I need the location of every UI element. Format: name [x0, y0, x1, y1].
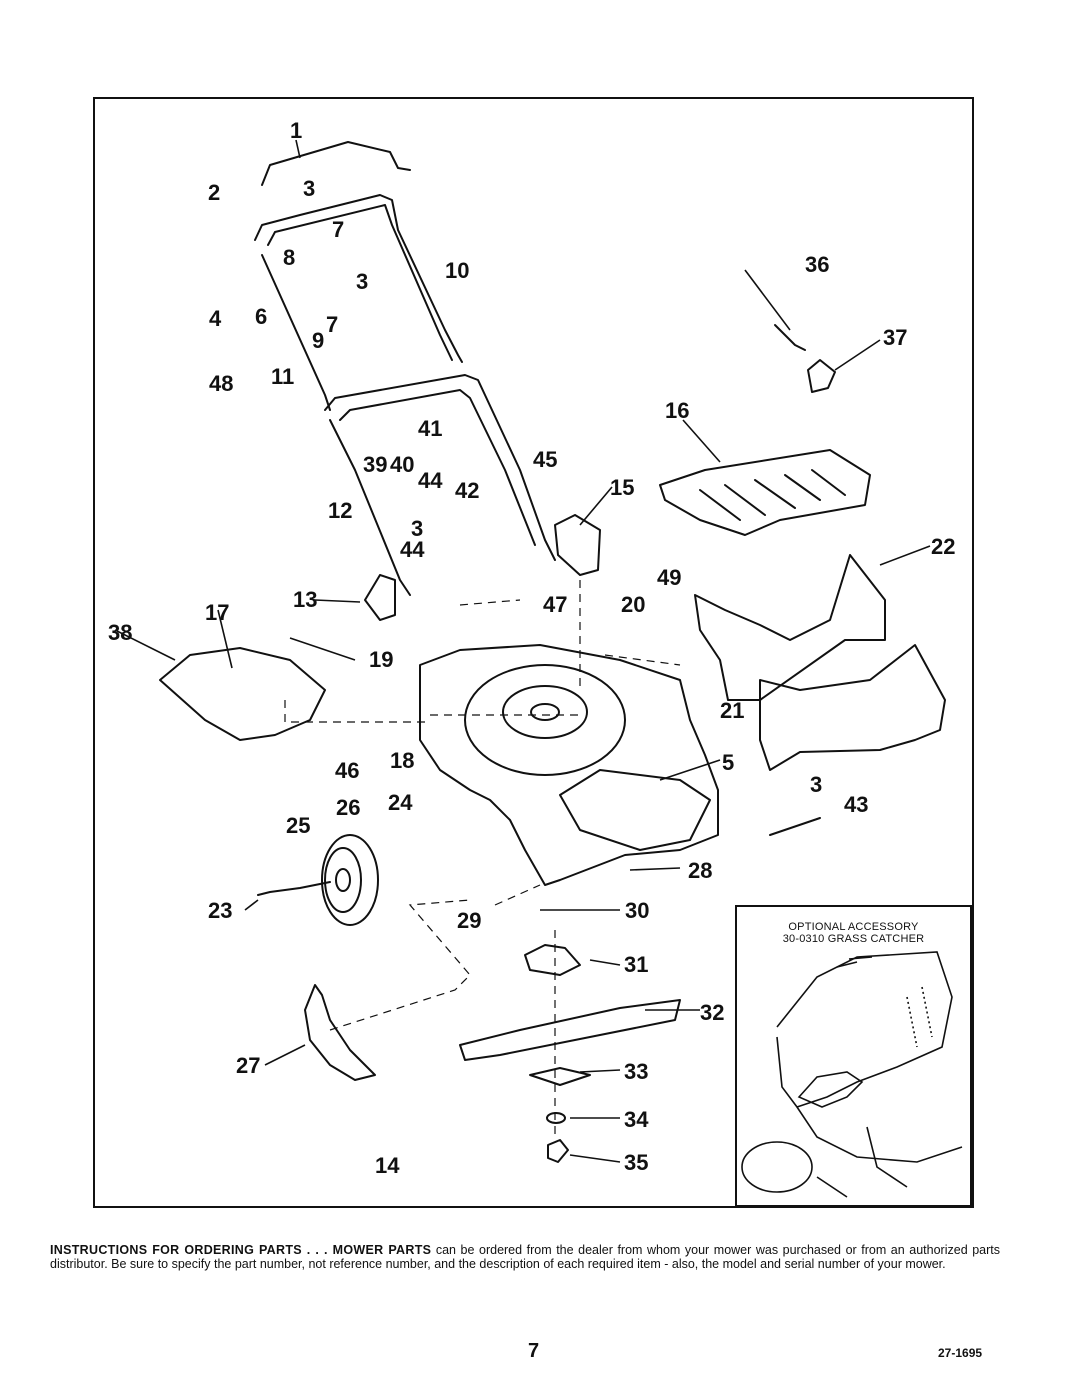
handle-bracket-part [554, 514, 601, 576]
callout-19: 19 [369, 647, 393, 672]
callout-3b: 3 [356, 269, 368, 294]
callout-31: 31 [624, 952, 648, 977]
callout-8: 8 [283, 245, 295, 270]
front-baffle-part [304, 984, 376, 1081]
catcher-bracket-part [807, 359, 836, 393]
callout-12: 12 [328, 498, 352, 523]
callout-3: 3 [303, 176, 315, 201]
inset-title: OPTIONAL ACCESSORY 30-0310 GRASS CATCHER [737, 921, 970, 945]
callout-22: 22 [931, 534, 955, 559]
callout-10: 10 [445, 258, 469, 283]
callout-9: 9 [312, 328, 324, 353]
callout-4: 4 [209, 306, 222, 331]
callout-29: 29 [457, 908, 481, 933]
callout-28: 28 [688, 858, 712, 883]
page-number: 7 [528, 1340, 540, 1362]
callout-44: 44 [418, 468, 443, 493]
lower-handle-45-part [324, 374, 556, 561]
rear-flap-part [159, 647, 326, 741]
callout-24: 24 [388, 790, 413, 815]
callout-41: 41 [418, 416, 442, 441]
callout-39: 39 [363, 452, 387, 477]
grass-deflector-part [659, 449, 871, 536]
callout-35: 35 [624, 1150, 648, 1175]
callout-38: 38 [108, 620, 132, 645]
callout-25: 25 [286, 813, 310, 838]
instructions-body: can be ordered from the dealer from whom… [50, 1243, 1000, 1271]
callout-1: 1 [290, 118, 302, 143]
callout-32: 32 [700, 1000, 724, 1025]
upper-handle-part [254, 194, 463, 363]
callout-11: 11 [271, 364, 294, 389]
callout-2: 2 [208, 180, 220, 205]
callout-48: 48 [209, 371, 233, 396]
callout-17: 17 [205, 600, 229, 625]
callout-14: 14 [375, 1153, 400, 1178]
instructions-lead: INSTRUCTIONS FOR ORDERING PARTS . . . MO… [50, 1243, 432, 1257]
inset-title-line2: 30-0310 GRASS CATCHER [782, 933, 925, 945]
exploded-parts-diagram: 1 2 3 4 6 7 8 10 3 7 9 48 11 41 39 40 45… [108, 118, 955, 1178]
callout-7: 7 [332, 217, 344, 242]
grass-catcher-illustration [741, 951, 963, 1198]
callout-16: 16 [665, 398, 689, 423]
wheel-part [321, 834, 379, 926]
washer-part [546, 1112, 566, 1124]
inset-title-line1: OPTIONAL ACCESSORY [788, 921, 919, 933]
callout-5: 5 [722, 750, 734, 775]
bracket-13-part [364, 574, 396, 621]
rear-guard-part [694, 554, 886, 701]
callout-34: 34 [624, 1107, 649, 1132]
ordering-instructions: INSTRUCTIONS FOR ORDERING PARTS . . . MO… [50, 1243, 1000, 1271]
callout-49: 49 [657, 565, 681, 590]
callout-3c: 3 [411, 516, 423, 541]
blade-part [459, 999, 681, 1061]
rear-guard-lower-part [759, 644, 946, 771]
callout-46: 46 [335, 758, 359, 783]
blade-adapter-part [524, 944, 581, 976]
blade-bolt-part [547, 1139, 569, 1163]
callout-7b: 7 [326, 312, 338, 337]
optional-accessory-inset: OPTIONAL ACCESSORY 30-0310 GRASS CATCHER [735, 905, 972, 1207]
shaft-part [769, 817, 821, 836]
axle-bolt-part [257, 881, 331, 896]
document-number: 27-1695 [938, 1346, 983, 1360]
callout-43: 43 [844, 792, 868, 817]
mower-deck-part [419, 644, 719, 886]
callout-42: 42 [455, 478, 479, 503]
pin-part [774, 324, 806, 351]
callout-21: 21 [720, 698, 744, 723]
diagram-frame [93, 97, 974, 1208]
callout-26: 26 [336, 795, 360, 820]
stiffener-part [529, 1067, 591, 1086]
callout-15: 15 [610, 475, 634, 500]
callout-36: 36 [805, 252, 829, 277]
callout-13: 13 [293, 587, 317, 612]
callout-30: 30 [625, 898, 649, 923]
callout-23: 23 [208, 898, 232, 923]
callout-47: 47 [543, 592, 567, 617]
callout-20: 20 [621, 592, 645, 617]
callout-45: 45 [533, 447, 557, 472]
callout-40: 40 [390, 452, 414, 477]
callout-37: 37 [883, 325, 907, 350]
callout-18: 18 [390, 748, 414, 773]
bail-part [261, 141, 411, 186]
callout-3d: 3 [810, 772, 822, 797]
callout-44b: 44 [400, 537, 425, 562]
callout-33: 33 [624, 1059, 648, 1084]
callout-6: 6 [255, 304, 267, 329]
callout-27: 27 [236, 1053, 260, 1078]
